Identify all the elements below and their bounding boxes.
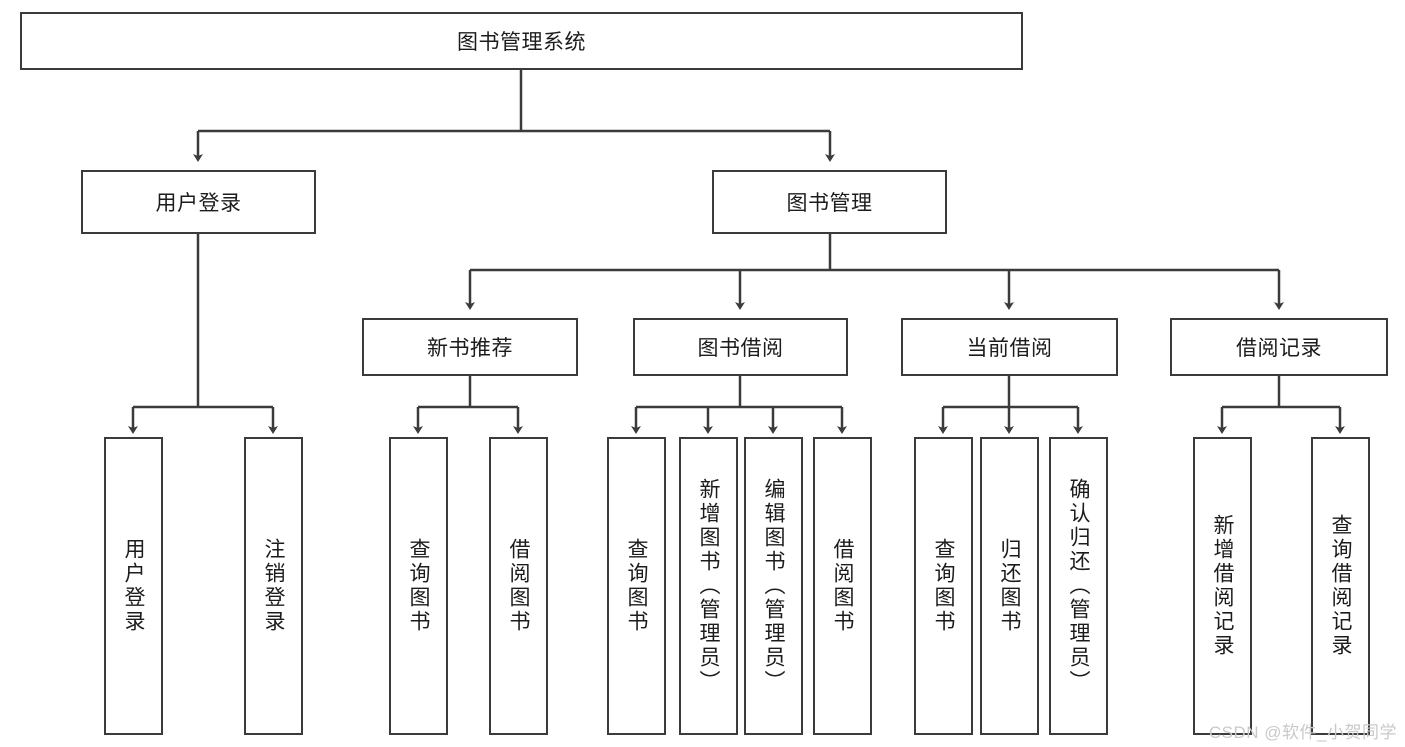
- watermark: CSDN @软件_小贺同学: [1208, 723, 1397, 742]
- node-label: 查询借阅记录: [1329, 514, 1352, 658]
- node-label: 新增图书（管理员）: [697, 478, 720, 694]
- node-label: 借阅记录: [1236, 337, 1322, 360]
- node-label: 图书管理: [786, 192, 873, 215]
- node-label: 新书推荐: [427, 337, 513, 360]
- leaf-book-borrow-edit-book-admin[interactable]: 编辑图书（管理员）: [744, 437, 803, 735]
- node-label: 图书管理系统: [457, 31, 586, 54]
- node-book-borrow[interactable]: 图书借阅: [633, 318, 848, 376]
- node-label: 归还图书: [998, 538, 1021, 634]
- node-label: 图书借阅: [697, 337, 784, 360]
- node-label: 编辑图书（管理员）: [762, 478, 785, 694]
- leaf-current-borrow-return-book[interactable]: 归还图书: [980, 437, 1039, 735]
- leaf-user-login-login[interactable]: 用户登录: [104, 437, 163, 735]
- leaf-current-borrow-confirm-return-admin[interactable]: 确认归还（管理员）: [1049, 437, 1108, 735]
- node-label: 注销登录: [262, 538, 285, 634]
- leaf-book-borrow-query-book[interactable]: 查询图书: [607, 437, 666, 735]
- node-borrow-record[interactable]: 借阅记录: [1170, 318, 1388, 376]
- node-new-book-recommend[interactable]: 新书推荐: [362, 318, 578, 376]
- node-label: 用户登录: [155, 192, 242, 215]
- node-user-login[interactable]: 用户登录: [81, 170, 316, 234]
- node-label: 确认归还（管理员）: [1067, 478, 1090, 694]
- node-label: 查询图书: [932, 538, 955, 634]
- leaf-book-borrow-add-book-admin[interactable]: 新增图书（管理员）: [679, 437, 738, 735]
- leaf-borrow-record-query-record[interactable]: 查询借阅记录: [1311, 437, 1370, 735]
- node-root-book-management-system[interactable]: 图书管理系统: [20, 12, 1023, 70]
- node-label: 借阅图书: [507, 538, 530, 634]
- node-current-borrow[interactable]: 当前借阅: [901, 318, 1118, 376]
- leaf-new-book-query-book[interactable]: 查询图书: [389, 437, 448, 735]
- node-label: 借阅图书: [831, 538, 854, 634]
- leaf-current-borrow-query-book[interactable]: 查询图书: [914, 437, 973, 735]
- leaf-user-login-logout[interactable]: 注销登录: [244, 437, 303, 735]
- node-label: 新增借阅记录: [1211, 514, 1234, 658]
- node-book-management[interactable]: 图书管理: [712, 170, 947, 234]
- leaf-book-borrow-borrow-book[interactable]: 借阅图书: [813, 437, 872, 735]
- node-label: 查询图书: [625, 538, 648, 634]
- node-label: 当前借阅: [966, 337, 1053, 360]
- leaf-new-book-borrow-book[interactable]: 借阅图书: [489, 437, 548, 735]
- node-label: 用户登录: [122, 538, 145, 634]
- leaf-borrow-record-add-record[interactable]: 新增借阅记录: [1193, 437, 1252, 735]
- node-label: 查询图书: [407, 538, 430, 634]
